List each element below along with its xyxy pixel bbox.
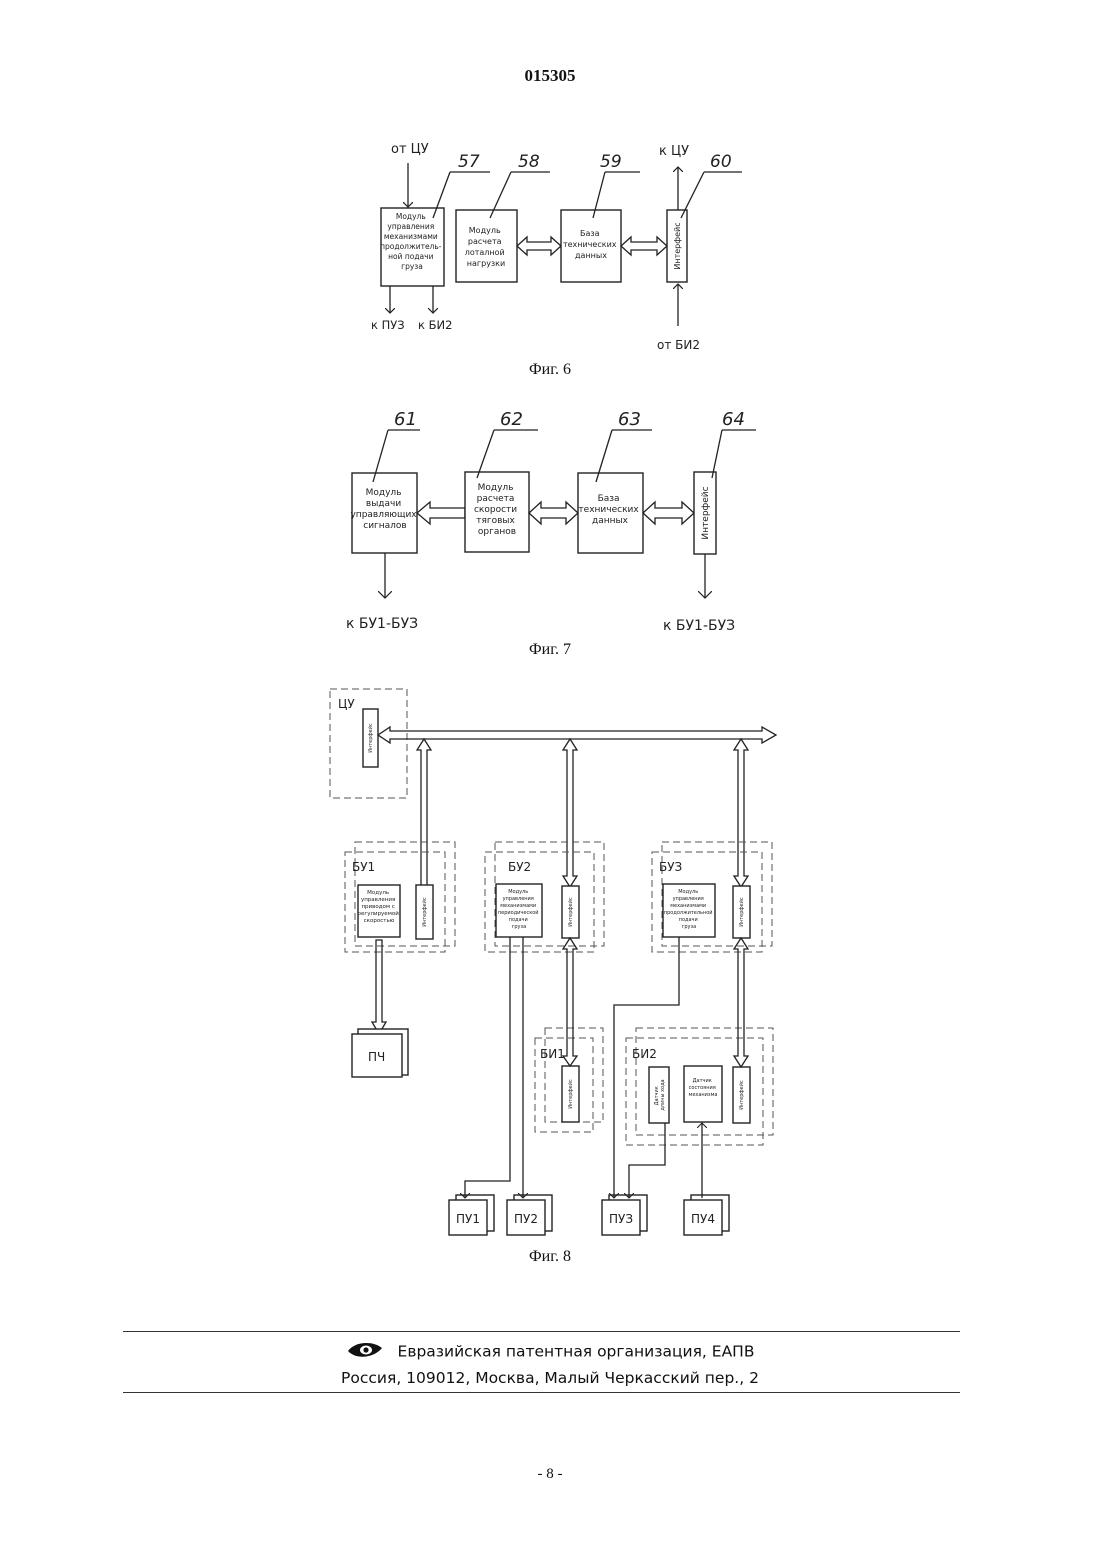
fig8-label-pu2: ПУ2 <box>514 1212 538 1226</box>
fig8-label-bi1: БИ1 <box>540 1047 565 1061</box>
fig8-link-bus-bu1 <box>417 739 431 901</box>
svg-text:Интерфейс: Интерфейс <box>421 897 428 927</box>
fig8-wire-sensor-pu3 <box>629 1123 665 1198</box>
svg-text:Интерфейс: Интерфейс <box>738 897 745 927</box>
fig8-caption: Фиг. 8 <box>0 1248 1100 1266</box>
fig8-bi2-state-text: Датчик состояния механизма <box>689 1078 718 1098</box>
svg-text:Интерфейс: Интерфейс <box>367 723 374 753</box>
fig8-main-bus <box>378 727 776 743</box>
fig8-label-bu2: БУ2 <box>508 860 531 874</box>
fig8-label-bi2: БИ2 <box>632 1047 657 1061</box>
fig8-label-pu3: ПУЗ <box>609 1212 633 1226</box>
footer-organization-line: Евразийская патентная организация, ЕАПВ <box>0 1340 1100 1364</box>
fig8-label-bu1: БУ1 <box>352 860 375 874</box>
svg-text:Интерфейс: Интерфейс <box>567 897 574 927</box>
fig8-label-pch: ПЧ <box>368 1050 385 1064</box>
footer-top-rule <box>123 1331 960 1332</box>
figure-8-diagram: ЦУ Интерфейс БУ1 Модуль управления приво… <box>0 0 1100 1250</box>
fig8-link-bu3-bi2 <box>734 938 748 1067</box>
footer-bottom-rule <box>123 1392 960 1393</box>
eapo-logo-icon <box>346 1340 384 1364</box>
footer-organization: Евразийская патентная организация, ЕАПВ <box>398 1343 755 1361</box>
fig8-label-bu3: БУЗ <box>659 860 682 874</box>
fig8-label-cu: ЦУ <box>338 697 355 711</box>
svg-text:Интерфейс: Интерфейс <box>738 1080 745 1110</box>
page-number: - 8 - <box>0 1466 1100 1483</box>
fig8-link-bu2-bi1 <box>563 938 577 1066</box>
fig8-label-pu1: ПУ1 <box>456 1212 480 1226</box>
fig8-link-bus-bu3 <box>734 739 748 887</box>
fig8-link-bus-bu2 <box>563 739 577 887</box>
svg-text:Интерфейс: Интерфейс <box>567 1079 574 1109</box>
fig8-label-pu4: ПУ4 <box>691 1212 715 1226</box>
fig8-wire-bu2-pu1 <box>465 937 510 1198</box>
fig8-link-bu1-pch <box>372 940 386 1034</box>
footer-address: Россия, 109012, Москва, Малый Черкасский… <box>0 1369 1100 1387</box>
